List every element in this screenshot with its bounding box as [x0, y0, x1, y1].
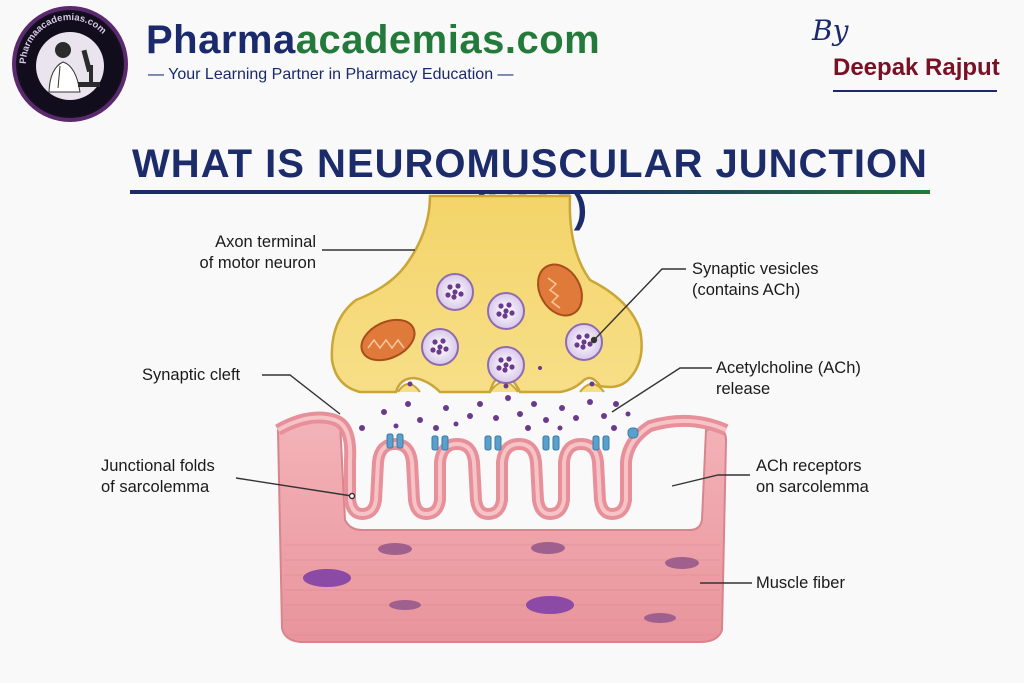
axon-terminal: [330, 194, 643, 394]
title-underline: [130, 190, 930, 194]
scientist-with-microscope-logo: Pharmaacademias.com: [18, 12, 122, 116]
label-ach-release-line1: Acetylcholine (ACh): [716, 359, 861, 377]
label-ach-release-line2: release: [716, 380, 771, 398]
label-muscle-fiber: Muscle fiber: [756, 574, 845, 592]
label-synaptic-cleft: Synaptic cleft: [142, 366, 241, 384]
label-ach-receptors-line2: on sarcolemma: [756, 478, 869, 496]
label-ach-release: Acetylcholine (ACh) release: [716, 358, 861, 400]
label-ach-receptors-line1: ACh receptors: [756, 457, 862, 475]
ach-molecules: [359, 366, 631, 431]
junctional-folds: [275, 411, 729, 520]
brand-name-part2: academias.com: [295, 18, 601, 62]
brand-name-part1: Pharma: [146, 18, 296, 62]
author-underline: [833, 90, 997, 92]
by-label: By: [812, 14, 849, 47]
leader-ach-release: [611, 367, 712, 413]
synaptic-vesicles: [421, 273, 603, 384]
ach-receptors: [386, 427, 639, 451]
label-axon-terminal: Axon terminal of motor neuron: [186, 232, 316, 274]
label-synaptic-vesicles-line2: (contains ACh): [692, 281, 801, 299]
label-synaptic-vesicles-line1: Synaptic vesicles: [692, 260, 819, 278]
leader-junctional-folds: [235, 477, 353, 497]
brand-logo: Pharmaacademias.com: [12, 6, 128, 122]
label-junctional-folds-line2: of sarcolemma: [101, 478, 210, 496]
muscle-fiber: [276, 418, 728, 643]
author-name: Deepak Rajput: [833, 54, 1000, 81]
label-synaptic-vesicles: Synaptic vesicles (contains ACh): [692, 259, 819, 301]
label-axon-terminal-line1: Axon terminal: [215, 233, 316, 251]
label-axon-terminal-line2: of motor neuron: [199, 254, 316, 272]
leader-ach-receptors: [671, 474, 750, 487]
leader-synaptic-cleft: [262, 374, 341, 415]
leader-lines: [235, 249, 752, 584]
brand-tagline: — Your Learning Partner in Pharmacy Educ…: [148, 66, 514, 83]
brand-name: Pharmaacademias.com: [146, 18, 600, 63]
label-ach-receptors: ACh receptors on sarcolemma: [756, 456, 869, 498]
label-junctional-folds-line1: Junctional folds: [101, 457, 215, 475]
leader-synaptic-vesicles: [595, 268, 686, 339]
label-junctional-folds: Junctional folds of sarcolemma: [101, 456, 215, 498]
mitochondria: [360, 263, 583, 362]
